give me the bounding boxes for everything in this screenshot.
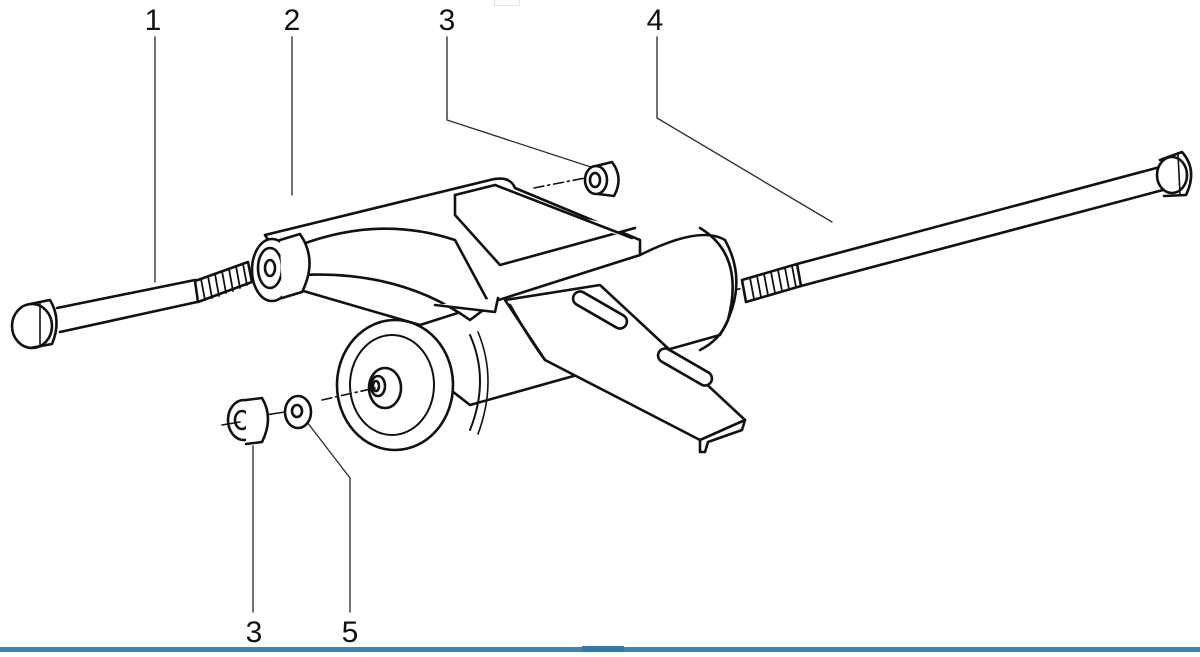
bolt-left: [10, 260, 254, 350]
callout-2: 2: [283, 4, 301, 37]
callout-5: 5: [341, 616, 359, 649]
leader-lines: [154, 36, 833, 613]
callout-3-lower: 3: [245, 616, 263, 649]
callout-1: 1: [144, 4, 162, 37]
bottom-bar-tab[interactable]: [582, 646, 624, 652]
nut-lower: [221, 396, 270, 446]
placeholder-box: [494, 0, 520, 6]
callout-3-upper: 3: [438, 4, 456, 37]
swing-arm-bracket: [250, 177, 747, 454]
callout-4: 4: [646, 4, 664, 37]
nut-upper: [533, 160, 620, 198]
bolt-right: [734, 150, 1193, 304]
washer: [264, 394, 313, 430]
